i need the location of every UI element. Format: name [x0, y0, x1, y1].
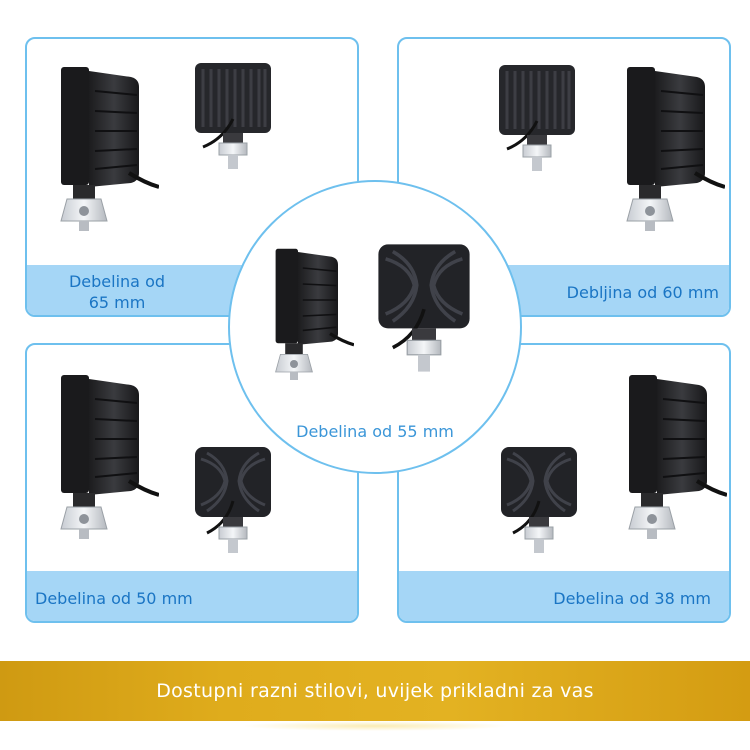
- work-light-side-view-icon: [274, 242, 354, 382]
- thickness-label-band: Debelina od 50 mm: [27, 571, 357, 621]
- thickness-label-band: Debelina od 38 mm: [399, 571, 729, 621]
- work-light-side-view-icon: [59, 369, 159, 539]
- thickness-label-line1: Debelina od: [68, 272, 166, 291]
- footer-banner: Dostupni razni stilovi, uvijek prikladni…: [0, 661, 750, 721]
- thickness-label: Debljina od 60 mm: [566, 282, 719, 302]
- work-light-rear-view-icon: [193, 61, 273, 171]
- work-light-side-view-icon: [59, 61, 159, 231]
- thickness-label-line2: 65 mm: [88, 293, 146, 312]
- work-light-rear-view-icon: [499, 445, 579, 555]
- thickness-label: Debelina od 50 mm: [35, 588, 193, 608]
- footer-glow: [240, 721, 510, 731]
- variant-card-60mm: Debljina od 60 mm: [397, 37, 731, 317]
- work-light-rear-view-icon: [376, 242, 472, 374]
- thickness-label: Debelina od 55 mm: [296, 422, 454, 441]
- work-light-side-view-icon: [627, 369, 727, 539]
- work-light-side-view-icon: [625, 61, 725, 231]
- footer-text: Dostupni razni stilovi, uvijek prikladni…: [156, 680, 594, 702]
- variant-circle-55mm: Debelina od 55 mm: [228, 180, 522, 474]
- work-light-rear-view-icon: [497, 63, 577, 173]
- work-light-rear-view-icon: [193, 445, 273, 555]
- variant-card-65mm: Debelina od 65 mm: [25, 37, 359, 317]
- thickness-label: Debelina od 38 mm: [553, 588, 711, 608]
